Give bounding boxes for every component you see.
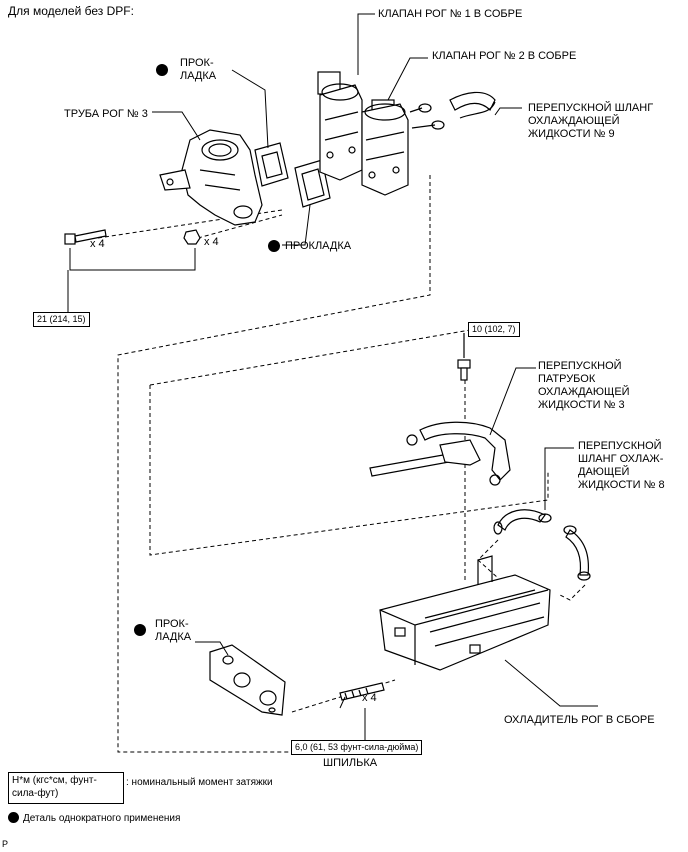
label-bypass-hose-8: ПЕРЕПУСКНОЙ ШЛАНГ ОХЛАЖ- ДАЮЩЕЙ ЖИДКОСТИ… [578, 440, 665, 491]
corner-mark: P [2, 839, 9, 849]
egr-pipe-3-drawing [159, 129, 263, 226]
egr-cooler-drawing [379, 555, 551, 671]
gasket-top-drawing [254, 142, 289, 187]
bolt-quantity: x 4 [90, 238, 105, 250]
legend-single-use-text: Деталь однократного применения [23, 813, 181, 824]
torque-spec-bolt-nut: 21 (214, 15) [33, 312, 90, 327]
page-title: Для моделей без DPF: [8, 4, 134, 18]
torque-spec-stud: 6,0 (61, 53 фунт-сила-дюйма) [291, 740, 423, 755]
egr-valve-1-drawing [317, 71, 363, 181]
nut-drawing [183, 229, 201, 245]
nut-quantity: x 4 [204, 236, 219, 248]
stud-quantity: x 4 [362, 692, 377, 704]
label-bypass-pipe-3: ПЕРЕПУСКНОЙ ПАТРУБОК ОХЛАЖДАЮЩЕЙ ЖИДКОСТ… [538, 360, 630, 411]
label-gasket-bottom: ПРОК- ЛАДКА [155, 618, 192, 643]
label-egr-cooler: ОХЛАДИТЕЛЬ РОГ В СБОРЕ [504, 714, 655, 726]
label-egr-pipe-3: ТРУБА РОГ № 3 [64, 108, 148, 120]
legend-torque-description: : номинальный момент затяжки [126, 777, 273, 788]
single-use-marker-gasket-mid [268, 240, 280, 252]
bypass-hose-9-drawing [409, 91, 496, 130]
legend-single-use-icon [8, 812, 19, 823]
label-stud: ШПИЛЬКА [323, 757, 378, 769]
bypass-hose-8-drawing [493, 509, 591, 581]
bolt-drawing [64, 229, 107, 245]
bypass-pipe-3-drawing [369, 421, 511, 486]
gasket-bottom-drawing [209, 644, 286, 716]
label-gasket-top: ПРОК- ЛАДКА [180, 57, 217, 82]
label-gasket-mid: ПРОКЛАДКА [285, 240, 352, 252]
egr-valve-2-drawing [361, 99, 409, 196]
label-leader-lines [152, 13, 598, 740]
stud-drawing [339, 682, 385, 701]
label-egr-valve-2: КЛАПАН РОГ № 2 В СОБРЕ [432, 50, 577, 62]
label-bypass-hose-9: ПЕРЕПУСКНОЙ ШЛАНГ ОХЛАЖДАЮЩЕЙ ЖИДКОСТИ №… [528, 102, 654, 140]
torque-leader-bolt [69, 248, 196, 271]
single-use-marker-gasket-bottom [134, 624, 146, 636]
torque-spec-union-bolt: 10 (102, 7) [468, 322, 520, 337]
legend-torque-units: Н*м (кгс*см, фунт- сила-фут) [8, 772, 124, 804]
label-egr-valve-1: КЛАПАН РОГ № 1 В СОБРЕ [378, 8, 523, 20]
union-bolt-drawing [457, 333, 471, 381]
single-use-marker-gasket-top [156, 64, 168, 76]
